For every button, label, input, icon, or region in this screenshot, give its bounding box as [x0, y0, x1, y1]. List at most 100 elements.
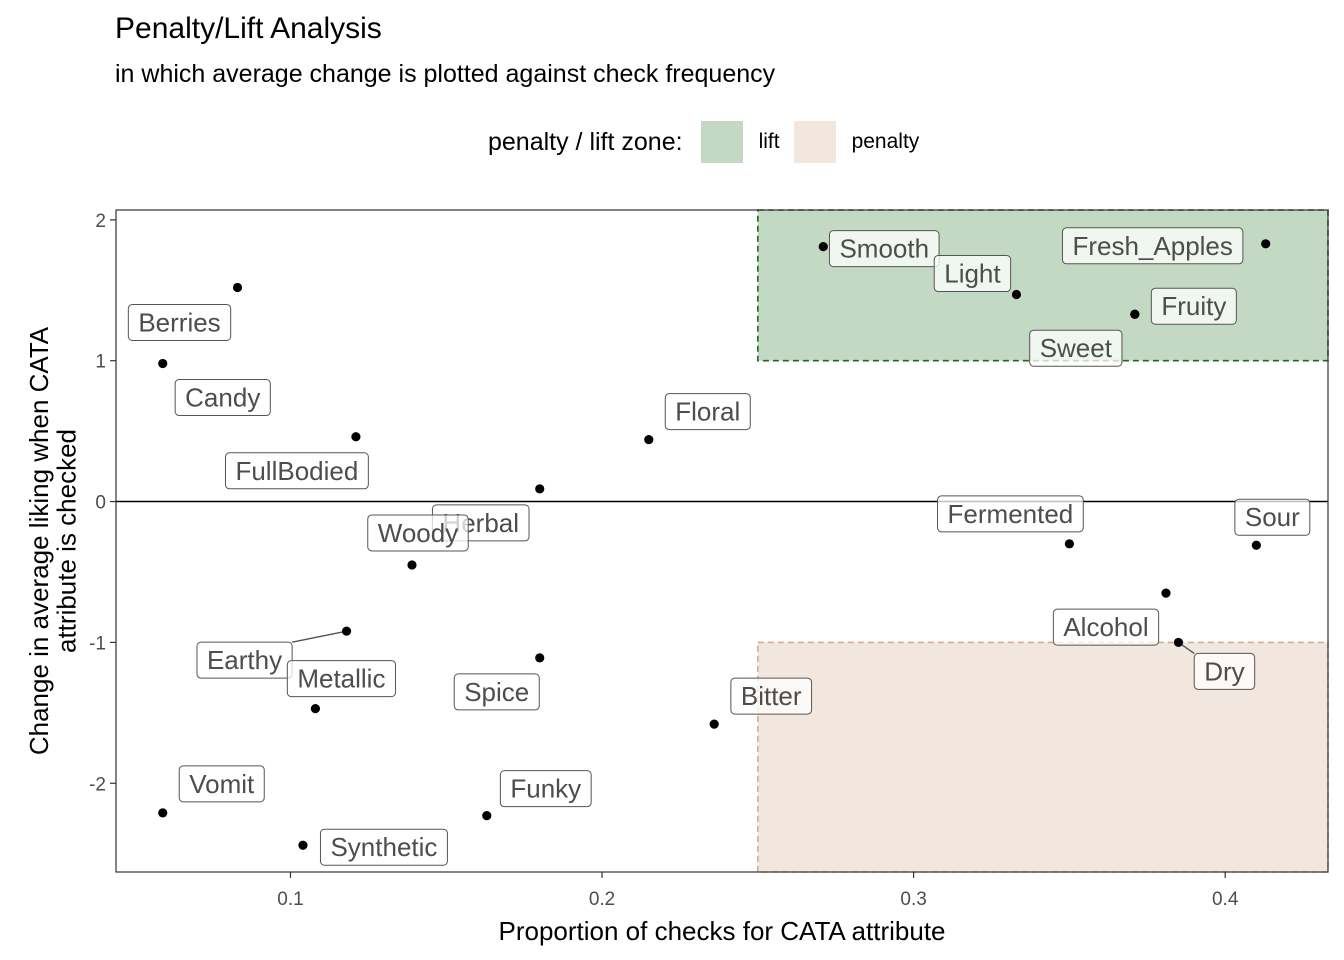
point-label-text: Spice	[464, 677, 529, 707]
label-box	[1234, 498, 1311, 536]
plot-panel-border	[115, 209, 1329, 873]
label-sour: Sour	[1234, 498, 1311, 536]
label-vomit: Vomit	[178, 765, 265, 803]
label-box	[178, 765, 265, 803]
label-box	[730, 677, 813, 715]
point-label-text: Fermented	[948, 499, 1074, 529]
point-label-text: Woody	[378, 518, 458, 548]
y-axis-title-line: Change in average liking when CATA	[24, 326, 54, 755]
label-box	[1061, 227, 1244, 265]
point-candy	[158, 358, 168, 369]
label-box	[1052, 608, 1160, 646]
label-bitter: Bitter	[730, 677, 813, 715]
point-label-text: Bitter	[741, 681, 802, 711]
point-label-text: Berries	[138, 307, 220, 337]
label-box	[937, 495, 1084, 533]
label-box	[453, 673, 540, 711]
label-box	[1193, 652, 1256, 690]
label-smooth: Smooth	[828, 230, 940, 268]
point-label-text: Sweet	[1040, 333, 1113, 363]
point-label-text: Light	[944, 259, 1001, 289]
legend-swatch-lift	[700, 121, 743, 163]
label-candy: Candy	[174, 379, 271, 417]
point-vomit	[158, 808, 168, 818]
point-label-text: Fruity	[1161, 291, 1226, 321]
label-box	[828, 230, 940, 268]
point-smooth	[818, 242, 828, 252]
point-earthy	[341, 626, 352, 636]
label-alcohol: Alcohol	[1052, 608, 1160, 646]
point-floral	[644, 434, 654, 445]
label-box	[127, 303, 232, 341]
point-label-text: Earthy	[207, 645, 282, 675]
label-fresh-apples: Fresh_Apples	[1061, 227, 1244, 265]
label-synthetic: Synthetic	[319, 828, 448, 866]
label-fermented: Fermented	[937, 495, 1084, 533]
point-funky	[482, 811, 492, 821]
label-box	[174, 379, 271, 417]
label-box	[664, 393, 751, 431]
label-box	[286, 660, 396, 698]
y-tick-label: -1	[89, 633, 106, 654]
point-label-text: Alcohol	[1063, 612, 1148, 642]
y-axis-title-line: attribute is checked	[51, 429, 81, 653]
chart-title: Penalty/Lift Analysis	[115, 12, 382, 45]
point-fresh-apples	[1261, 239, 1271, 249]
point-dry	[1173, 637, 1184, 648]
label-sweet: Sweet	[1029, 329, 1123, 367]
label-metallic: Metallic	[286, 660, 396, 698]
label-funky: Funky	[499, 770, 592, 808]
point-fermented	[1064, 539, 1074, 549]
label-berries: Berries	[127, 303, 232, 341]
point-light	[1011, 289, 1022, 300]
label-box	[1150, 287, 1237, 325]
label-box	[319, 828, 448, 866]
point-label-text: Funky	[510, 774, 581, 804]
point-label-text: Dry	[1204, 656, 1244, 686]
label-fruity: Fruity	[1150, 287, 1237, 325]
legend-title: penalty / lift zone:	[488, 127, 683, 156]
point-fullbodied	[351, 432, 361, 442]
label-woody: Woody	[367, 514, 469, 552]
point-label-text: FullBodied	[235, 456, 358, 486]
point-label-text: Sour	[1245, 502, 1300, 532]
point-woody	[407, 560, 417, 570]
legend: penalty / lift zone: lift penalty	[488, 120, 933, 164]
y-tick-label: -2	[89, 774, 106, 795]
point-bitter	[709, 719, 719, 729]
label-dry: Dry	[1193, 652, 1256, 690]
point-alcohol	[1161, 588, 1171, 598]
label-earthy: Earthy	[196, 641, 293, 679]
label-spice: Spice	[453, 673, 540, 711]
point-synthetic	[298, 840, 308, 850]
point-metallic	[310, 704, 321, 714]
label-box	[224, 452, 369, 490]
chart-subtitle: in which average change is plotted again…	[115, 60, 776, 88]
legend-label-penalty: penalty	[851, 130, 920, 153]
label-floral: Floral	[664, 393, 751, 431]
label-box	[499, 770, 592, 808]
point-label-text: Fresh_Apples	[1072, 231, 1232, 261]
y-tick-label: 1	[95, 352, 106, 373]
point-label-text: Synthetic	[330, 832, 437, 862]
label-light: Light	[933, 255, 1012, 293]
label-box	[933, 255, 1012, 293]
x-tick-label: 0.2	[589, 889, 615, 910]
y-tick-label: 2	[95, 211, 106, 232]
point-berries	[232, 282, 243, 293]
label-connector	[291, 630, 347, 643]
x-tick-label: 0.3	[900, 889, 926, 910]
label-box	[367, 514, 469, 552]
legend-swatch-penalty	[793, 121, 836, 163]
y-axis-title: Change in average liking when CATAattrib…	[24, 326, 81, 755]
point-spice	[535, 653, 545, 663]
point-label-text: Metallic	[297, 664, 385, 694]
y-tick-label: 0	[95, 493, 106, 514]
x-tick-label: 0.1	[277, 889, 303, 910]
label-fullbodied: FullBodied	[224, 452, 369, 490]
x-tick-label: 0.4	[1212, 889, 1239, 910]
legend-label-lift: lift	[758, 130, 780, 153]
point-label-text: Candy	[185, 383, 260, 413]
point-sweet	[1130, 309, 1140, 319]
